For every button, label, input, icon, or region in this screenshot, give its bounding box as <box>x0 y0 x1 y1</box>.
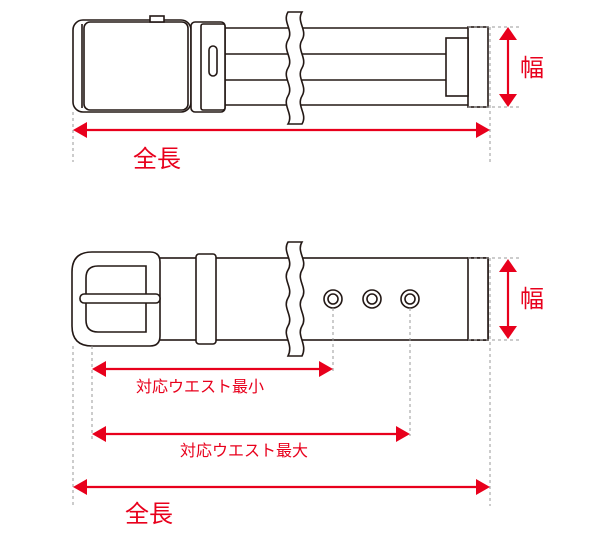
buckle-hinge <box>149 15 165 23</box>
width-label-top: 幅 <box>520 54 544 82</box>
waist-max-label: 対応ウエスト最大 <box>180 441 308 460</box>
belt-holes <box>323 289 420 309</box>
strap-tip-top <box>467 26 489 108</box>
belt-pin-buckle <box>71 241 489 357</box>
total-length-label-bottom: 全長 <box>125 500 173 528</box>
total-length-dimension-top <box>73 122 490 138</box>
slide-buckle-body <box>72 19 192 113</box>
total-length-dimension-bottom <box>73 479 490 495</box>
keeper-slot <box>208 45 218 77</box>
strap-break-top <box>285 11 305 125</box>
waist-min-dimension <box>92 361 333 377</box>
belt-slide-buckle <box>72 11 489 125</box>
buckle-prong <box>79 293 161 304</box>
width-label-bottom: 幅 <box>520 285 544 313</box>
waist-max-dimension <box>92 426 410 442</box>
belt-loop-keeper <box>195 253 217 345</box>
waist-min-label: 対応ウエスト最小 <box>136 377 264 396</box>
guide-lines-bottom <box>72 257 522 506</box>
pin-buckle-frame <box>71 251 161 347</box>
strap-tip-bottom <box>467 257 489 341</box>
strap-break-bottom <box>285 241 305 357</box>
width-dimension-top <box>499 27 517 107</box>
guide-lines-top <box>72 26 522 162</box>
width-dimension-bottom <box>499 259 517 339</box>
slide-buckle-face <box>83 21 189 111</box>
belt-strap-top <box>224 27 470 106</box>
total-length-label-top: 全長 <box>133 145 181 173</box>
